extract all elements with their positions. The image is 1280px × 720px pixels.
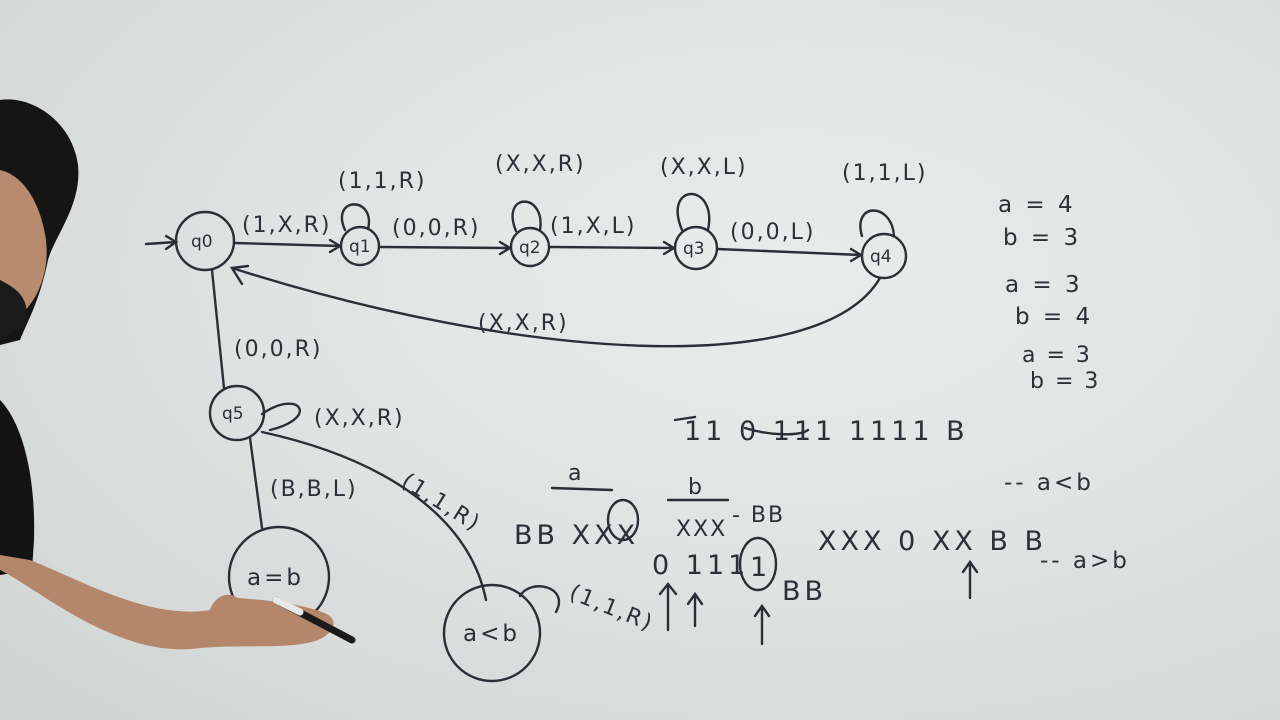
presenter-beard: [0, 280, 27, 340]
label-q0-q1: (1,X,R): [242, 213, 332, 238]
loop-q5: [260, 402, 301, 432]
label-q0-q5: (0,0,R): [234, 337, 322, 362]
state-equal-label: a=b: [247, 565, 304, 591]
state-less-circle: [442, 583, 542, 683]
tape-middle-left: BB XXX: [514, 520, 639, 551]
tape-a-label: a: [568, 461, 583, 486]
tape-underline: [743, 426, 810, 436]
label-q2-q3: (1,X,L): [550, 214, 636, 239]
pointer-1: [658, 582, 678, 632]
arrow-q0-q1: [233, 238, 343, 254]
arrow-q5-less: [260, 430, 488, 602]
tape-circled-one: 1: [750, 552, 771, 583]
loop-q2: [511, 200, 542, 233]
state-q4-label: q4: [870, 247, 892, 267]
arrow-q2-q3: [548, 240, 677, 256]
label-q1-q2: (0,0,R): [392, 216, 480, 241]
pointer-4: [961, 559, 979, 600]
tape-mark: [673, 415, 697, 422]
circled-x: [606, 498, 640, 542]
example-2-a: a = 3: [1005, 272, 1083, 298]
example-1-b: b = 3: [1003, 225, 1081, 251]
state-less-label: a<b: [463, 621, 520, 647]
marker-cap: [272, 596, 304, 616]
label-q2-loop: (X,X,R): [495, 152, 586, 177]
label-q4-loop: (1,1,L): [842, 161, 927, 186]
start-arrow: [144, 234, 179, 251]
tape-b-label: b: [688, 475, 704, 500]
arrow-q3-q4: [715, 247, 864, 263]
arrow-q4-q0: [229, 264, 882, 348]
label-q5-equal: (B,B,L): [270, 477, 358, 502]
presenter-arm-hand: [0, 555, 334, 650]
tape-right: XXX 0 XX B B: [818, 526, 1047, 557]
pointer-2: [686, 591, 704, 628]
tape-middle-end: BB: [782, 576, 827, 607]
arrow-q0-q5: [210, 268, 226, 390]
loop-q4: [859, 209, 896, 238]
loop-q1: [340, 203, 371, 232]
label-q1-loop: (1,1,R): [338, 169, 426, 194]
tape-middle-trail: - BB: [732, 503, 785, 528]
tape-upper-note: -- a<b: [1004, 470, 1094, 496]
example-3-a: a = 3: [1022, 343, 1092, 368]
state-q0-label: q0: [191, 232, 213, 252]
example-1-a: a = 4: [998, 192, 1076, 218]
example-3-b: b = 3: [1030, 369, 1100, 394]
label-q4-q0: (X,X,R): [478, 311, 569, 336]
state-q3-label: q3: [683, 239, 705, 259]
tape-top: 11 0 111 1111 B: [684, 416, 969, 447]
label-q3-q4: (0,0,L): [730, 220, 815, 245]
tape-middle-ones: 0 111: [652, 550, 749, 581]
a-underline: [550, 486, 614, 492]
tape-right-note: -- a>b: [1040, 548, 1130, 574]
state-q1-label: q1: [349, 237, 371, 257]
loop-q3: [676, 193, 711, 232]
state-q5-label: q5: [222, 404, 244, 424]
example-2-b: b = 4: [1015, 304, 1093, 330]
presenter-face: [0, 170, 47, 322]
circled-one: [738, 536, 778, 592]
pointer-3: [753, 603, 771, 646]
arrow-q1-q2: [378, 240, 513, 256]
state-q4-circle: [860, 232, 908, 280]
presenter-shirt: [0, 400, 35, 575]
state-q2-label: q2: [519, 238, 541, 258]
arrow-q5-equal: [248, 436, 264, 530]
label-q3-loop: (X,X,L): [660, 155, 748, 180]
tape-middle-b: XXX: [676, 517, 727, 542]
loop-less: [518, 585, 560, 614]
label-q5-loop: (X,X,R): [314, 406, 405, 431]
